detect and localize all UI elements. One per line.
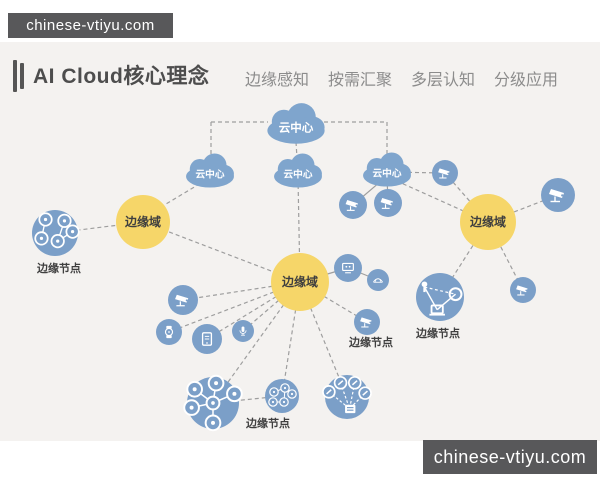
tablet-node [192, 324, 222, 354]
camera-node-7 [374, 189, 402, 217]
cloud-center-label: 云中心 [373, 167, 402, 179]
bridge-icon [373, 278, 383, 283]
cctv-camera-icon [438, 168, 450, 179]
edge-domain-right: 边缘域 [460, 194, 516, 250]
triangle-cluster-icon [421, 281, 463, 316]
edge-node-label: 边缘节点 [348, 335, 393, 349]
cloud-center-left: 云中心 [186, 153, 234, 188]
dashed-connector-line [295, 141, 298, 159]
camera-node-5 [510, 277, 536, 303]
edge-node-cluster-right [416, 273, 464, 321]
dashed-connector-line [182, 281, 301, 301]
microphone-node [232, 320, 254, 342]
cctv-camera-icon [175, 294, 189, 307]
edge-domain-left: 边缘域 [116, 195, 170, 249]
tablet-icon [201, 332, 213, 346]
cloud-center-top: 云中心 [267, 103, 325, 144]
edge-node-label: 边缘节点 [245, 416, 290, 430]
watermark-bottom: chinese-vtiyu.com [423, 440, 597, 474]
cctv-camera-icon [380, 198, 393, 209]
device-cluster-icon [268, 383, 297, 407]
watermark-top: chinese-vtiyu.com [8, 13, 173, 38]
cloud-center-right: 云中心 [363, 152, 411, 187]
concept-list: 边缘感知 按需汇聚 多层认知 分级应用 [245, 66, 558, 90]
hub-cluster-icon [183, 374, 243, 432]
dashed-connector-line [281, 281, 301, 397]
edge-node-cluster-bottom [183, 374, 243, 432]
monitor-node [334, 254, 362, 282]
edge-node-cluster-left [32, 210, 80, 256]
signal-cluster-icon [322, 375, 372, 414]
camera-node-1 [168, 285, 198, 315]
microphone-icon [239, 326, 247, 336]
device-cluster-node [265, 379, 299, 413]
bridge-node [367, 269, 389, 291]
network-cluster-icon [34, 212, 80, 249]
camera-node-3 [432, 160, 458, 186]
concept-item: 边缘感知 [245, 72, 310, 89]
page-title: AI Cloud核心理念 [33, 65, 210, 88]
edge-domain-center: 边缘域 [271, 253, 329, 311]
cctv-camera-icon [549, 189, 564, 203]
cctv-camera-icon [360, 317, 372, 328]
smartwatch-icon [164, 325, 174, 339]
title-accent-bar [13, 60, 17, 92]
cloud-center-label: 云中心 [279, 121, 314, 135]
cloud-center-mid: 云中心 [274, 153, 322, 188]
camera-node-4 [541, 178, 575, 212]
concept-item: 多层认知 [411, 72, 476, 89]
dashed-connector-line [487, 194, 559, 223]
signal-cluster-node [322, 375, 372, 419]
concept-item: 分级应用 [494, 72, 559, 89]
monitor-icon [342, 262, 354, 274]
camera-node-6 [339, 191, 367, 219]
edge-domain-label: 边缘域 [469, 214, 506, 229]
dashed-connector-line [389, 177, 489, 223]
smartwatch-node [156, 319, 182, 345]
edge-node-label: 边缘节点 [415, 326, 460, 340]
cctv-camera-icon [345, 200, 358, 211]
cctv-camera-icon [516, 285, 528, 296]
cloud-center-label: 云中心 [284, 168, 313, 180]
header: AI Cloud核心理念 边缘感知 按需汇聚 多层认知 分级应用 [0, 56, 600, 92]
dashed-connector-line [242, 281, 301, 332]
edge-node-label: 边缘节点 [36, 261, 81, 275]
concept-item: 按需汇聚 [328, 72, 393, 89]
title-accent-bar [20, 63, 24, 89]
camera-node-2 [354, 309, 380, 335]
dashed-connector-line [299, 281, 368, 323]
cloud-center-label: 云中心 [196, 168, 225, 180]
edge-domain-label: 边缘域 [281, 274, 318, 289]
edge-domain-label: 边缘域 [124, 214, 161, 229]
